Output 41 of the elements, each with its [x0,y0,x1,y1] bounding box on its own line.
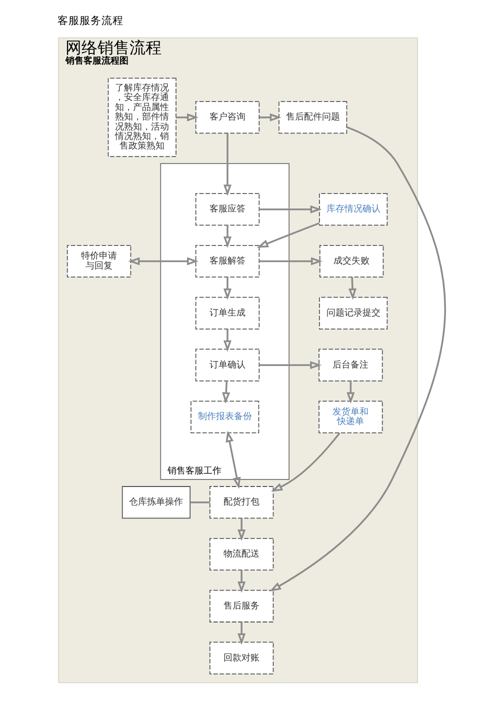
connector [190,501,210,504]
node-box: 成交失败 [318,244,384,278]
arrow [259,113,281,122]
node-box: 仓库拣单操作 [121,486,190,519]
node-box: 物流配送 [208,538,274,571]
arrow [222,277,231,300]
node-box: 了解库存情况，安全库存通知，产品属性熟知，部件情况熟知，活动情况熟知，销售政策熟知 [107,78,176,157]
arrow [237,518,246,541]
node-box: 客服应答 [194,193,260,226]
arrow [348,277,356,300]
node-box: 回款对账 [208,642,274,674]
arrow [128,257,198,266]
node-box: 库存情况确认 [318,193,388,226]
node-box: 后台备注 [318,348,382,382]
node-box: 配货打包 [208,486,274,519]
diagram-title: 客服服务流程 [57,15,124,28]
node-box: 售后服务 [208,590,274,622]
arrow [222,225,231,248]
node-box: 客服解答 [194,244,260,278]
node-box: 问题记录提交 [318,296,388,330]
arrow [256,222,320,248]
arrow [258,257,322,266]
arrow [258,361,322,370]
node-box: 订单生成 [194,296,260,330]
arrow [225,430,240,489]
arrow [269,126,446,592]
arrow [176,113,198,122]
arrow [237,622,246,645]
node-box: 制作报表备份 [190,400,259,434]
arrow [222,380,230,404]
arrow [222,134,231,196]
arrow [346,381,354,404]
arrow [222,329,231,352]
node-box: 发货单和快递单 [318,400,382,434]
node-box: 客户咨询 [194,101,260,134]
arrow [237,570,246,593]
node-box: 特价申请与回复 [66,244,131,278]
arrow [258,205,322,214]
arrow [270,432,340,492]
node-box: 售后配件问题 [278,101,347,134]
node-box: 订单确认 [194,348,260,382]
